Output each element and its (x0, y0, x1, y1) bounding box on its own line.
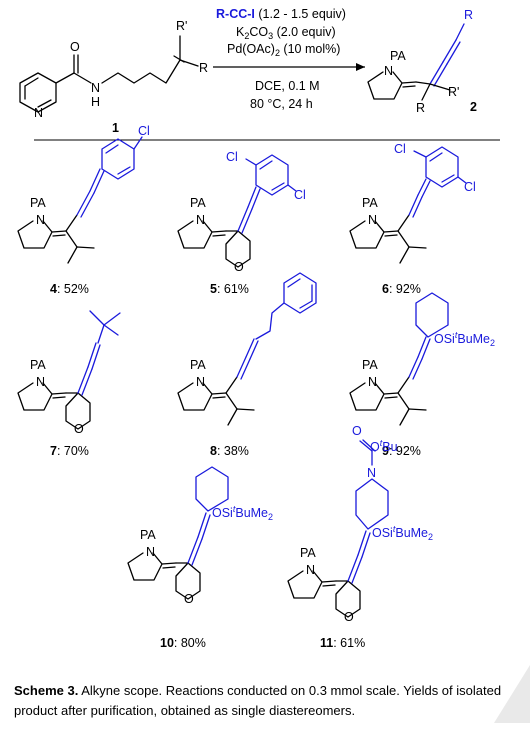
atom-N: N (368, 213, 377, 227)
atom-Cl-blue: Cl (394, 142, 406, 156)
atom-PA: PA (390, 49, 406, 63)
yield-9: 9: 92% (382, 444, 421, 458)
yield-10: 10: 80% (160, 636, 206, 650)
atom-N: N (34, 106, 43, 120)
atom-R-prime: R' (176, 19, 187, 33)
scheme-caption: Scheme 3. Alkyne scope. Reactions conduc… (14, 681, 520, 721)
atom-R: R (199, 61, 208, 75)
compound-7: N PA O 7: 70% (17, 310, 121, 458)
atom-N: N (384, 64, 393, 78)
atom-O-blue: O (352, 424, 362, 438)
atom-PA: PA (30, 196, 46, 210)
atom-PA: PA (190, 358, 206, 372)
atom-O: O (344, 610, 354, 624)
atom-R: R (416, 101, 425, 115)
atom-R-prime: R' (448, 85, 459, 99)
yield-11: 11: 61% (320, 636, 365, 650)
atom-Cl-blue: Cl (138, 124, 150, 138)
reaction-scheme: N O N H R' R 1 R-CC-I (1.2 - 1.5 equiv) … (17, 7, 500, 650)
yield-8: 8: 38% (210, 444, 249, 458)
atom-PA: PA (190, 196, 206, 210)
atom-O: O (234, 260, 244, 274)
atom-N: N (196, 213, 205, 227)
atom-PA: PA (140, 528, 156, 542)
compound-label-1: 1 (112, 121, 119, 135)
atom-O: O (74, 422, 84, 436)
compound-5: N PA O Cl Cl 5: 61% (177, 150, 306, 296)
atom-Cl-blue: Cl (226, 150, 238, 164)
yield-6: 6: 92% (382, 282, 421, 296)
caption-text: Alkyne scope. Reactions conducted on 0.3… (14, 683, 502, 718)
caption-label: Scheme 3. (14, 683, 79, 698)
atom-N: N (306, 563, 315, 577)
solvent-line: DCE, 0.1 M (255, 79, 320, 93)
atom-H: H (91, 95, 100, 109)
atom-O: O (70, 40, 80, 54)
compound-10: N PA O OSitBuMe2 10: 80% (127, 466, 273, 650)
atom-Cl-blue: Cl (464, 180, 476, 194)
yield-7: 7: 70% (50, 444, 89, 458)
yield-5: 5: 61% (210, 282, 249, 296)
starting-material-1: N O N H R' R 1 (19, 19, 208, 135)
compound-label-2: 2 (470, 100, 477, 114)
compound-11: N PA O N O OtBu OSitBuMe2 11: 61% (287, 424, 433, 650)
base-line: K2CO3 (2.0 equiv) (236, 25, 336, 41)
atom-O: O (184, 592, 194, 606)
atom-N: N (36, 375, 45, 389)
reaction-conditions: R-CC-I (1.2 - 1.5 equiv) K2CO3 (2.0 equi… (213, 7, 365, 111)
yield-4: 4: 52% (50, 282, 89, 296)
atom-Cl-blue: Cl (294, 188, 306, 202)
atom-PA: PA (362, 196, 378, 210)
atom-PA: PA (300, 546, 316, 560)
compound-6: N PA Cl Cl 6: 92% (349, 142, 476, 296)
atom-N: N (368, 375, 377, 389)
reagent-line: R-CC-I (1.2 - 1.5 equiv) (216, 7, 346, 21)
osi-label: OSitBuMe2 (434, 330, 495, 348)
osi-label: OSitBuMe2 (372, 524, 433, 542)
atom-N: N (196, 375, 205, 389)
atom-N: N (36, 213, 45, 227)
atom-PA: PA (362, 358, 378, 372)
osi-label: OSitBuMe2 (212, 504, 273, 522)
compound-4: N PA Cl 4: 52% (17, 124, 150, 296)
atom-R-blue: R (464, 8, 473, 22)
atom-N: N (91, 81, 100, 95)
temp-time-line: 80 °C, 24 h (250, 97, 313, 111)
watermark-triangle-icon (494, 665, 530, 723)
atom-N-blue: N (367, 466, 376, 480)
atom-PA: PA (30, 358, 46, 372)
boc-label: OtBu (370, 438, 398, 454)
atom-N: N (146, 545, 155, 559)
product-2: N PA R R R' 2 (367, 8, 477, 115)
compound-9: N PA OSitBuMe2 9: 92% (349, 292, 495, 458)
catalyst-line: Pd(OAc)2 (10 mol%) (227, 42, 340, 58)
compound-8: N PA 8: 38% (177, 272, 317, 458)
